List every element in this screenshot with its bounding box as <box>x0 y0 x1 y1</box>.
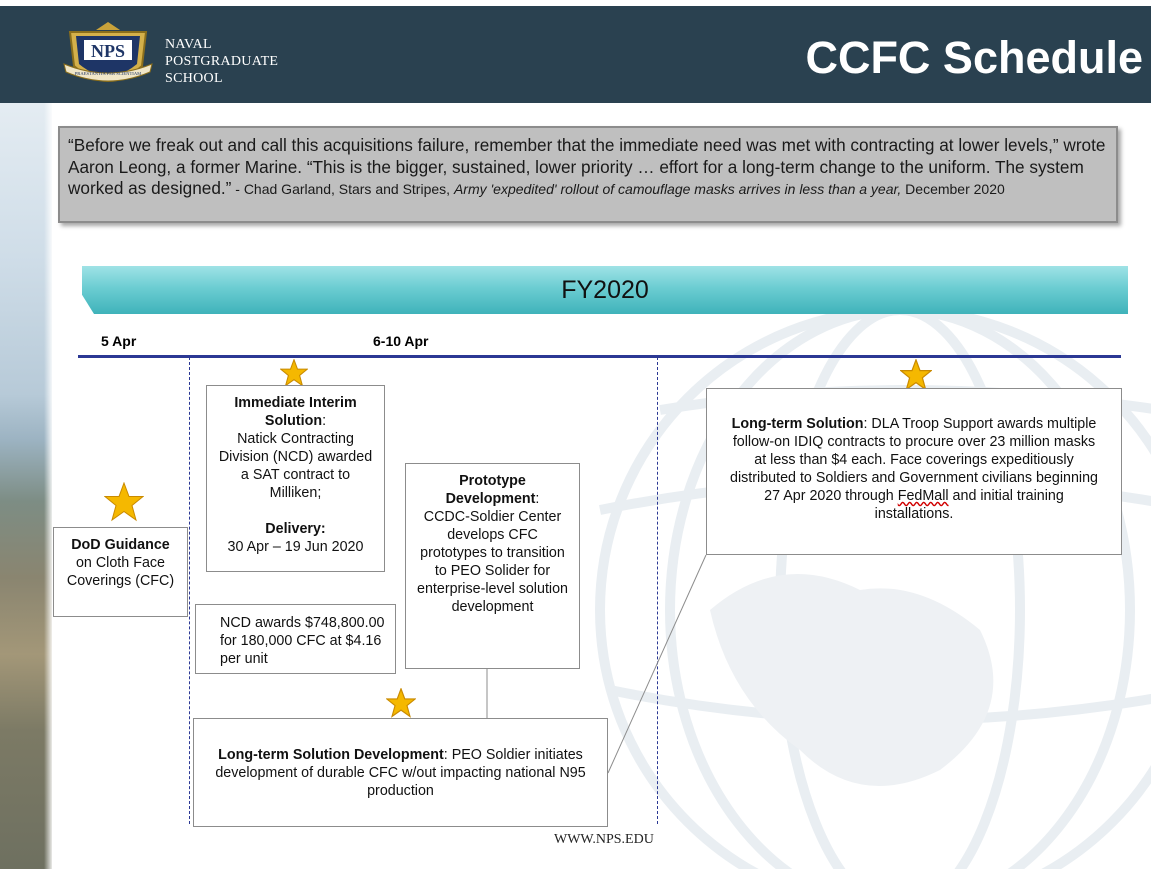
school-line-3: SCHOOL <box>165 71 223 86</box>
star-icon <box>900 359 932 391</box>
long-term-solution-title: Long-term Solution <box>731 416 864 432</box>
interim-solution-box: Immediate Interim Solution: Natick Contr… <box>206 385 385 572</box>
nps-logo: NPS PRAESTANTIA PER SCIENTIAM <box>63 22 153 82</box>
quote-date: December 2020 <box>901 181 1005 197</box>
school-line-2: POSTGRADUATE <box>165 54 279 69</box>
side-photo-strip <box>0 103 52 869</box>
long-term-solution-text-end: and initial training installations. <box>874 488 1064 522</box>
quote-box: “Before we freak out and call this acqui… <box>58 126 1118 223</box>
quote-attribution: - Chad Garland, Stars and Stripes, <box>231 181 454 197</box>
school-name: NAVAL POSTGRADUATE SCHOOL <box>165 36 278 87</box>
fiscal-year-banner: FY2020 <box>82 266 1128 314</box>
long-term-solution-text: : DLA Troop Support awards multiple foll… <box>730 416 1098 504</box>
long-term-solution-box: Long-term Solution: DLA Troop Support aw… <box>706 388 1122 555</box>
star-icon <box>386 688 416 718</box>
quote-publication: Army 'expedited' rollout of camouflage m… <box>453 181 902 197</box>
star-icon <box>280 359 308 387</box>
timeline-line <box>78 355 1121 358</box>
long-term-development-text: : PEO Soldier initiates development of d… <box>215 747 586 799</box>
prototype-development-text: CCDC-Soldier Center develops CFC prototy… <box>417 509 568 615</box>
dod-guidance-text: on Cloth Face Coverings (CFC) <box>66 555 175 589</box>
interim-solution-title: Immediate Interim Solution <box>234 395 357 429</box>
school-line-1: NAVAL <box>165 37 212 52</box>
long-term-development-title: Long-term Solution Development <box>218 747 444 763</box>
prototype-development-box: Prototype Development: CCDC-Soldier Cent… <box>405 463 580 669</box>
delivery-dates: 30 Apr – 19 Jun 2020 <box>227 539 364 555</box>
slide-header: NPS PRAESTANTIA PER SCIENTIAM NAVAL POST… <box>0 6 1151 103</box>
globe-watermark <box>595 305 1151 869</box>
dod-guidance-box: DoD Guidance on Cloth Face Coverings (CF… <box>53 527 188 617</box>
prototype-development-colon: : <box>535 491 540 507</box>
logo-motto: PRAESTANTIA PER SCIENTIAM <box>75 71 142 76</box>
logo-letters: NPS <box>91 41 125 61</box>
dod-guidance-title: DoD Guidance <box>71 537 170 553</box>
timeline-divider-1 <box>189 357 190 824</box>
long-term-development-box: Long-term Solution Development: PEO Sold… <box>193 718 608 827</box>
delivery-label: Delivery: <box>265 521 326 537</box>
footer-url: WWW.NPS.EDU <box>554 832 654 847</box>
ncd-award-box: NCD awards $748,800.00 for 180,000 CFC a… <box>195 604 396 674</box>
timeline-divider-2 <box>657 357 658 824</box>
top-strip <box>0 0 1151 6</box>
quote-text: “Before we freak out and call this acqui… <box>68 135 1106 198</box>
slide-title: CCFC Schedule <box>805 32 1143 83</box>
fedmall-text: FedMall <box>897 488 949 504</box>
prototype-development-title: Prototype Development <box>445 473 536 507</box>
date-label-6-10-apr: 6-10 Apr <box>373 333 429 349</box>
interim-solution-text: Natick Contracting Division (NCD) awarde… <box>218 431 373 501</box>
ncd-award-text: NCD awards $748,800.00 for 180,000 CFC a… <box>220 615 385 667</box>
star-icon <box>104 482 144 522</box>
interim-solution-colon: : <box>322 413 327 429</box>
date-label-5-apr: 5 Apr <box>101 333 137 349</box>
